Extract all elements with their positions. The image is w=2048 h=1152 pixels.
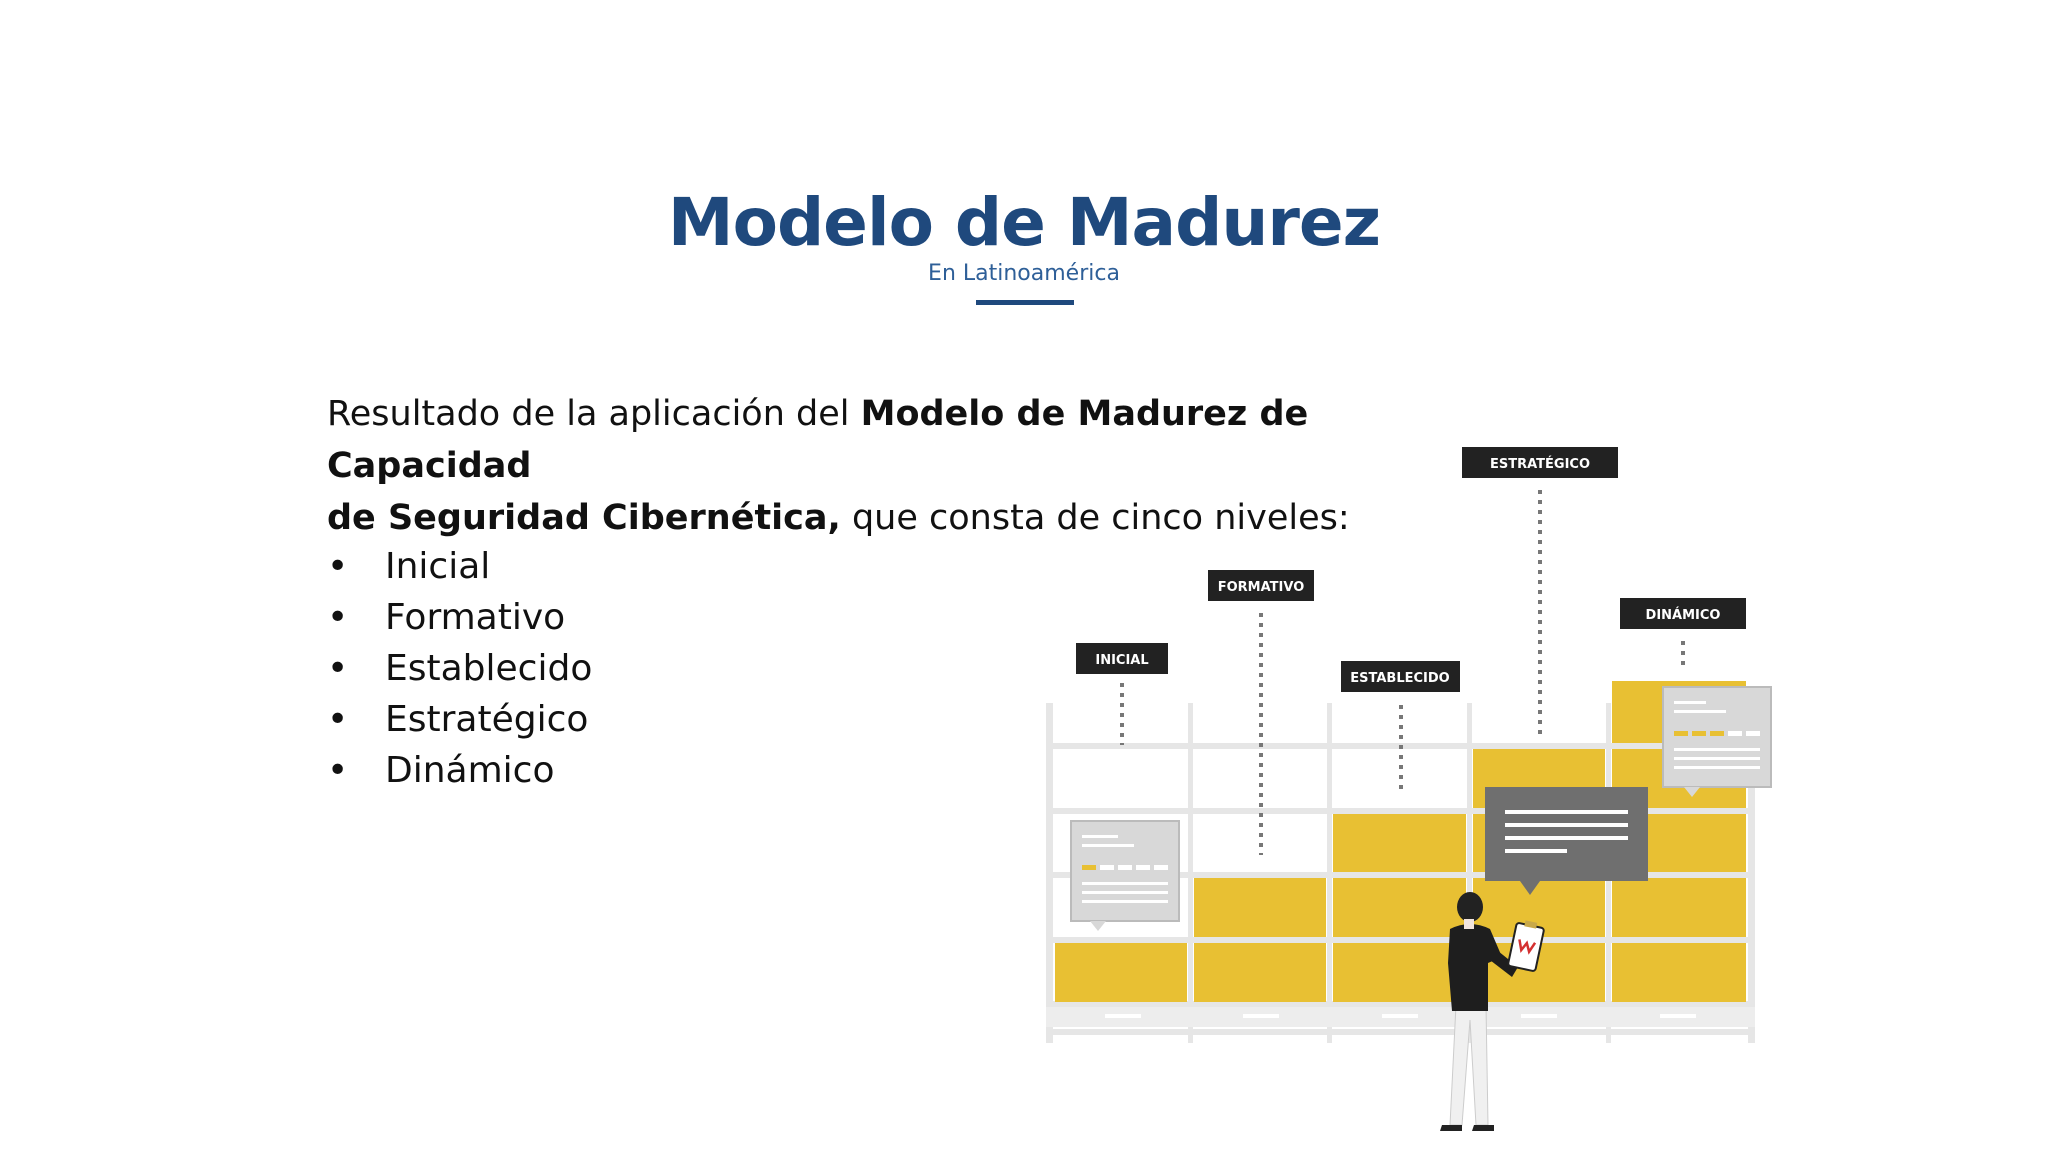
level-label-formativo: FORMATIVO [1208,570,1314,601]
title-underline [976,300,1074,305]
intro-bold-line1: Modelo de Madurez de Capacidad [327,394,1309,486]
level-label: Establecido [385,648,593,689]
list-item: • Estratégico [327,694,592,745]
list-item: • Formativo [327,592,592,643]
slide-subtitle: En Latinoamérica [928,261,1120,286]
list-item: • Inicial [327,541,592,592]
report-card-icon [1070,820,1180,931]
level-label-dinamico: DINÁMICO [1620,598,1746,629]
level-label: Formativo [385,597,566,638]
report-card-icon [1662,686,1772,797]
intro-paragraph: Resultado de la aplicación del Modelo de… [327,388,1507,544]
slide-title: Modelo de Madurez [667,184,1381,261]
label-inicial-text: INICIAL [1095,653,1148,668]
shelf-base-marks [1105,1014,1696,1018]
level-label: Dinámico [385,750,555,791]
levels-list: • Inicial • Formativo • Establecido • Estrat… [327,541,592,796]
level-label-establecido: ESTABLECIDO [1341,661,1460,692]
label-estrategico-text: ESTRATÉGICO [1490,456,1590,472]
bullet-icon: • [327,648,349,689]
intro-bold-line2: de Seguridad Cibernética, [327,498,841,538]
label-connectors [1120,490,1685,855]
speech-bubble-icon [1485,787,1648,895]
level-label-estrategico: ESTRATÉGICO [1462,447,1618,478]
bullet-icon: • [327,597,349,638]
level-label: Inicial [385,546,491,587]
list-item: • Establecido [327,643,592,694]
level-label: Estratégico [385,699,589,740]
maturity-shelf-graphic: INICIAL FORMATIVO ESTABLECIDO ESTRATÉGIC… [1046,447,1772,1131]
label-formativo-text: FORMATIVO [1218,580,1305,595]
person-figure [1440,892,1545,1131]
label-dinamico-text: DINÁMICO [1646,607,1721,623]
list-item: • Dinámico [327,745,592,796]
maturity-blocks [1055,681,1746,1002]
intro-text-start: Resultado de la aplicación del [327,394,861,434]
maturity-illustration: INICIAL FORMATIVO ESTABLECIDO ESTRATÉGIC… [1030,435,1790,1135]
label-establecido-text: ESTABLECIDO [1350,671,1449,686]
level-label-inicial: INICIAL [1076,643,1168,674]
bullet-icon: • [327,546,349,587]
intro-text-end: que consta de cinco niveles: [840,498,1350,538]
bullet-icon: • [327,750,349,791]
bullet-icon: • [327,699,349,740]
